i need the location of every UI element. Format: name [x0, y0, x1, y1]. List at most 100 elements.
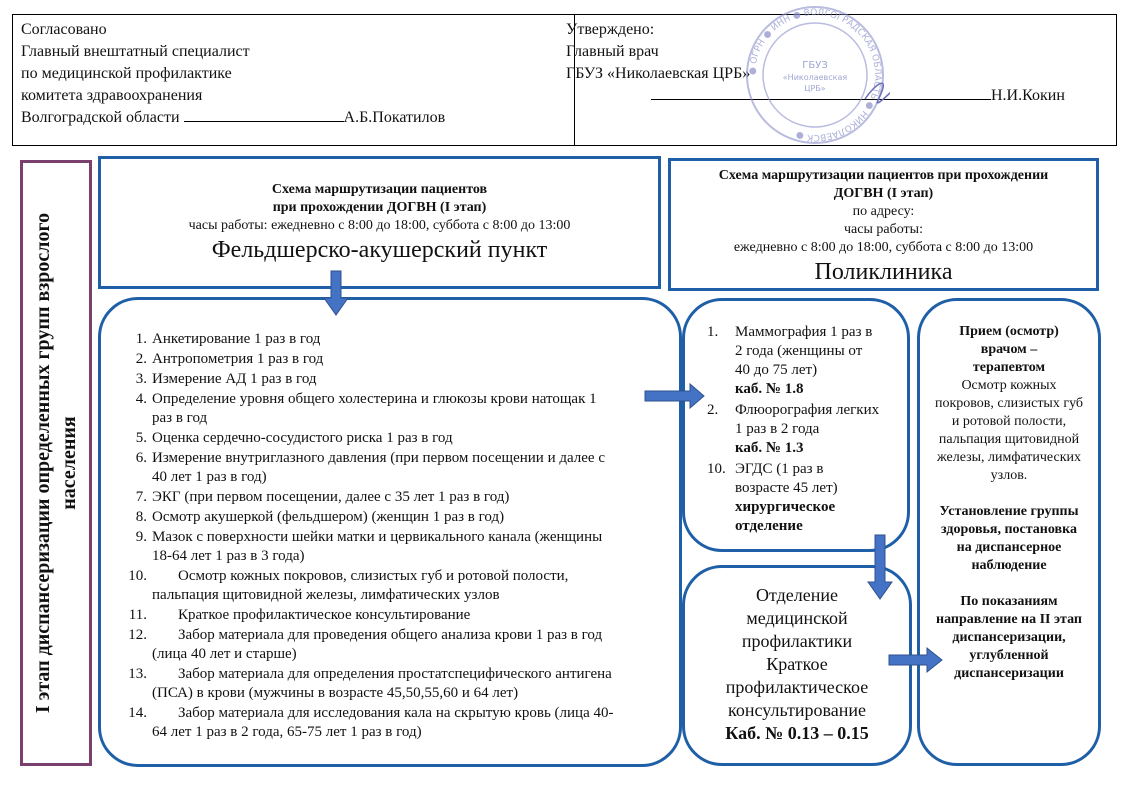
prevention-line: профилактическое	[725, 677, 869, 697]
fap-title-line1: Схема маршрутизации пациентов	[271, 182, 488, 197]
polyclinic-hours-label: часы работы:	[844, 222, 923, 237]
approved-cell: Утверждено: Главный врач ГБУЗ «Николаевс…	[558, 15, 1116, 145]
procedure-text: Забор материала для определения простатс…	[178, 666, 612, 682]
exam-text: возрасте 45 лет)	[735, 480, 838, 496]
signature-underline	[183, 107, 344, 122]
procedure-text: ЭКГ (при первом посещении, далее с 35 ле…	[152, 489, 510, 505]
exam-text: 1 раз в 2 года	[735, 421, 820, 437]
agreed-line: по медицинской профилактике	[21, 65, 232, 82]
approved-signer: Н.И.Кокин	[991, 87, 1065, 104]
approval-header-table: Согласовано Главный внештатный специалис…	[12, 14, 1117, 146]
procedure-text: Оценка сердечно-сосудистого риска 1 раз …	[152, 430, 453, 446]
approved-line: ГБУЗ «Николаевская ЦРБ»	[566, 65, 751, 82]
agreed-org: Волгоградской области	[21, 109, 180, 126]
exam-room: хирургическое отделение	[735, 499, 836, 534]
procedure-number: 7.	[135, 489, 147, 505]
exam-text: 2 года (женщины от	[735, 343, 863, 359]
exam-room: каб. № 1.3	[735, 440, 804, 456]
procedure-number: 2.	[135, 351, 147, 367]
prevention-line: Краткое	[766, 654, 828, 674]
official-stamp: ● ОГРН ● ИНН ● ВОЛГОГРАДСКАЯ ОБЛАСТЬ ● Н…	[746, 6, 890, 144]
procedure-text: (лица 40 лет и старше)	[152, 646, 297, 662]
fap-title-line2: при прохождении ДОГВН (I этап)	[272, 200, 487, 215]
procedure-text: 18-64 лет 1 раз в 3 года)	[152, 548, 305, 564]
procedure-number: 6.	[135, 450, 147, 466]
svg-text:ГБУЗ: ГБУЗ	[802, 60, 827, 71]
polyclinic-hours: ежедневно с 8:00 до 18:00, суббота с 8:0…	[733, 240, 1034, 255]
polyclinic-name: Поликлиника	[814, 259, 953, 285]
procedure-number: 3.	[135, 371, 147, 387]
procedure-number: 1.	[135, 331, 147, 347]
procedure-text: раз в год	[152, 410, 208, 426]
procedure-text: Краткое профилактическое консультировани…	[178, 607, 471, 623]
arrow-down-icon	[867, 534, 893, 600]
health-group-text: Установление группы здоровья, постановка…	[939, 504, 1079, 573]
fap-header-box: Схема маршрутизации пациентов при прохож…	[98, 156, 661, 289]
polyclinic-header-box: Схема маршрутизации пациентов при прохож…	[668, 158, 1099, 291]
procedure-text: (ПСА) в крови (мужчины в возрасте 45,50,…	[152, 685, 519, 701]
procedure-number: 11.	[128, 607, 147, 623]
polyclinic-title-line1: Схема маршрутизации пациентов при прохож…	[718, 168, 1049, 183]
agreed-signer: А.Б.Покатилов	[343, 109, 446, 126]
procedure-text: Забор материала для проведения общего ан…	[178, 627, 603, 643]
fap-hours: часы работы: ежедневно с 8:00 до 18:00, …	[188, 218, 571, 233]
arrow-right-icon	[888, 646, 943, 674]
exam-text: Маммография 1 раз в	[735, 324, 873, 340]
procedures-list-box: 1. Анкетирование 1 раз в год 2. Антропометр…	[98, 297, 682, 767]
exam-text: ЭГДС (1 раз в	[735, 461, 824, 477]
prevention-department-box: Отделение медицинской профилактики Кратк…	[682, 565, 912, 766]
agreed-signature-line: Волгоградской области А.Б.Покатилов	[21, 107, 566, 129]
exams-box: 1. Маммография 1 раз в 2 года (женщины от 4…	[682, 298, 910, 552]
procedure-text: Осмотр акушеркой (фельдшером) (женщин 1 …	[152, 509, 505, 525]
procedure-text: пальпация щитовидной железы, лимфатическ…	[152, 587, 500, 603]
exam-text: 40 до 75 лет)	[735, 362, 818, 378]
prevention-line: консультирование	[728, 700, 866, 720]
exam-number: 10.	[707, 461, 726, 477]
prevention-line: профилактики	[741, 631, 853, 651]
procedure-number: 4.	[135, 391, 147, 407]
arrow-right-icon	[644, 382, 705, 410]
agreed-line: комитета здравоохранения	[21, 87, 203, 104]
procedure-text: 40 лет 1 раз в год)	[152, 469, 267, 485]
agreed-line: Согласовано	[21, 21, 107, 38]
exam-number: 2.	[707, 402, 719, 418]
exam-number: 1.	[707, 324, 719, 340]
stage-two-referral-text: По показаниям направление на II этап дис…	[936, 594, 1082, 681]
therapist-heading: Прием (осмотр) врачом – терапевтом	[959, 324, 1059, 375]
signature-underline	[651, 85, 991, 100]
procedure-number: 14.	[128, 705, 147, 721]
svg-text:ЦРБ»: ЦРБ»	[804, 84, 826, 93]
procedure-number: 5.	[135, 430, 147, 446]
procedure-text: Осмотр кожных покровов, слизистых губ и …	[178, 568, 569, 584]
polyclinic-address: по адресу:	[852, 204, 915, 219]
exam-room: каб. № 1.8	[735, 381, 804, 397]
prevention-line: медицинской	[746, 608, 848, 628]
procedure-text: Антропометрия 1 раз в год	[152, 351, 324, 367]
procedure-text: Измерение внутриглазного давления (при п…	[152, 450, 605, 466]
prevention-room: Каб. № 0.13 – 0.15	[725, 723, 869, 743]
procedure-text: Забор материала для исследования кала на…	[178, 705, 614, 721]
fap-name: Фельдшерско-акушерский пункт	[211, 237, 548, 263]
procedure-text: Измерение АД 1 раз в год	[152, 371, 317, 387]
procedure-number: 13.	[128, 666, 147, 682]
stage-side-panel: I этап диспансеризации определенных груп…	[20, 160, 92, 766]
procedure-number: 9.	[135, 529, 147, 545]
procedure-text: Анкетирование 1 раз в год	[152, 331, 321, 347]
arrow-down-icon	[323, 270, 349, 316]
exam-text: Флюорография легких	[735, 402, 880, 418]
therapist-box: Прием (осмотр) врачом – терапевтом Осмот…	[917, 298, 1101, 766]
approved-line: Утверждено:	[566, 21, 655, 38]
procedure-text: Определение уровня общего холестерина и …	[152, 391, 597, 407]
procedure-text: Мазок с поверхности шейки матки и цервик…	[152, 529, 603, 545]
prevention-line: Отделение	[755, 585, 838, 605]
agreed-cell: Согласовано Главный внештатный специалис…	[13, 15, 575, 145]
agreed-line: Главный внештатный специалист	[21, 43, 250, 60]
procedure-text: 64 лет 1 раз в 2 года, 65-75 лет 1 раз в…	[152, 724, 422, 740]
therapist-exam-text: Осмотр кожных покровов, слизистых губ и …	[934, 378, 1084, 483]
approved-line: Главный врач	[566, 43, 659, 60]
svg-text:«Николаевская: «Николаевская	[783, 73, 848, 82]
procedure-number: 12.	[128, 627, 147, 643]
polyclinic-title-line2: ДОГВН (I этап)	[833, 186, 934, 201]
procedure-number: 10.	[128, 568, 147, 584]
